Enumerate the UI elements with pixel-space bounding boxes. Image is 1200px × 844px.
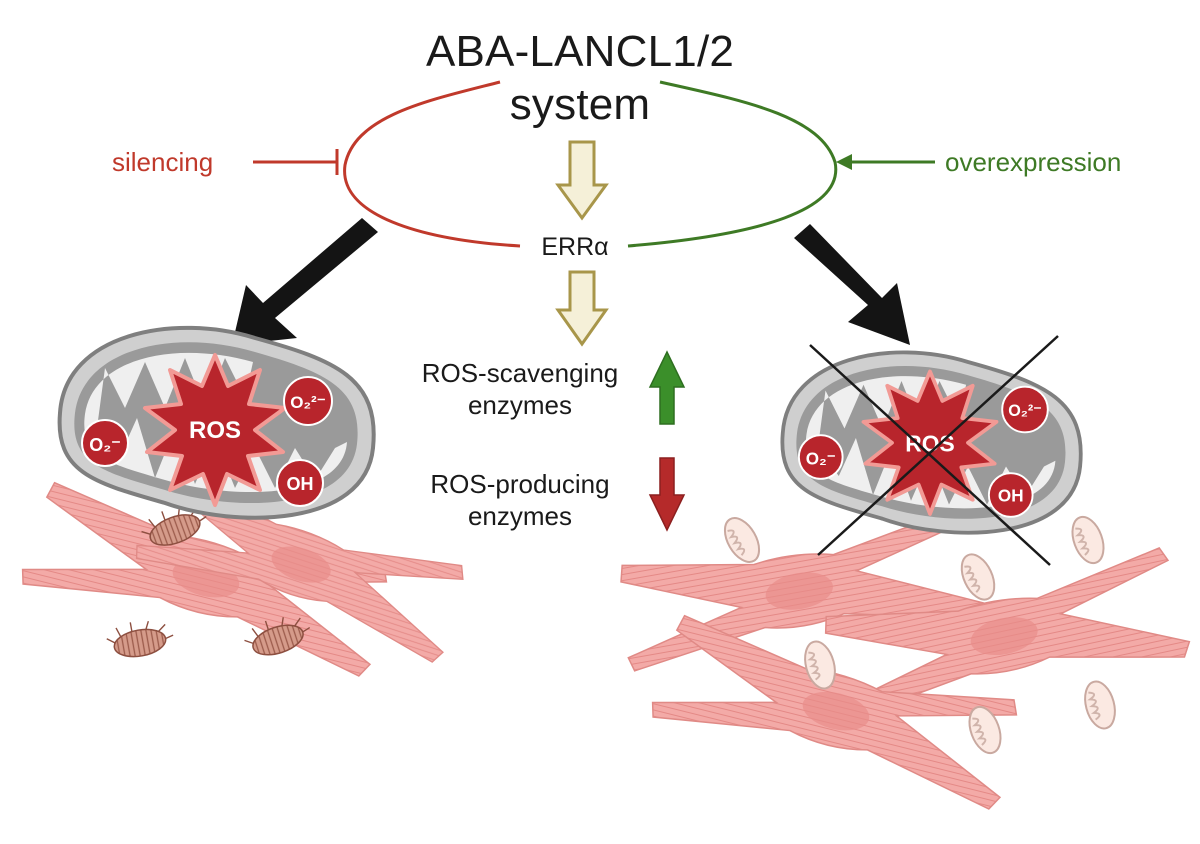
svg-text:O₂²⁻: O₂²⁻ (290, 393, 325, 412)
silencing-arc (343, 80, 521, 248)
scavenging-line-1: ROS-scavenging (421, 358, 619, 388)
superoxide-bubble-left: O₂⁻ (81, 419, 129, 467)
overexpression-label: overexpression (945, 147, 1122, 177)
cross-out-line-2 (817, 335, 1059, 556)
mitochondrion-left: ROS O₂⁻ O₂²⁻ OH (57, 325, 376, 520)
silencing-label: silencing (112, 147, 214, 177)
title-line-1: ABA-LANCL1/2 (425, 27, 735, 76)
peroxide-bubble-left: O₂²⁻ (283, 376, 333, 426)
peroxide-bubble-right: O₂²⁻ (1001, 385, 1049, 434)
flow-arrow-2 (555, 270, 609, 347)
overexpression-arc (627, 80, 838, 248)
svg-text:O₂²⁻: O₂²⁻ (1008, 402, 1042, 420)
healthy-mitochondrion-2 (954, 548, 1002, 606)
erra-label: ERRα (541, 233, 609, 261)
overexpression-outcome-arrow (794, 224, 910, 345)
producing-line-2: enzymes (467, 500, 573, 531)
svg-text:OH: OH (998, 487, 1024, 506)
up-arrow (648, 350, 686, 425)
scavenging-label: ROS-scavenging enzymes (390, 358, 650, 421)
hydroxyl-bubble-left: OH (276, 459, 324, 507)
flow-arrow-1 (555, 140, 609, 221)
silencing-outcome-arrow (232, 218, 378, 345)
ros-label-left: ROS (189, 417, 241, 444)
svg-text:O₂⁻: O₂⁻ (89, 435, 121, 455)
down-arrow (648, 457, 686, 532)
damaged-mitochondrion-2 (103, 614, 177, 663)
mitochondrion-right: ROS O₂⁻ O₂²⁻ OH (780, 350, 1083, 535)
producing-line-1: ROS-producing (430, 469, 610, 499)
producing-label: ROS-producing enzymes (395, 469, 645, 532)
svg-text:OH: OH (287, 474, 314, 494)
healthy-mitochondrion-1 (716, 511, 768, 569)
overexpression-arrowhead (836, 154, 852, 170)
svg-text:O₂⁻: O₂⁻ (806, 450, 836, 469)
superoxide-bubble-right: O₂⁻ (797, 434, 844, 480)
hydroxyl-bubble-right: OH (987, 472, 1034, 518)
cross-out-line-1 (809, 344, 1051, 566)
healthy-mitochondrion-6 (1079, 677, 1121, 733)
scavenging-line-2: enzymes (467, 389, 573, 420)
title-line-2: system (509, 80, 651, 129)
healthy-mitochondrion-3 (1065, 511, 1111, 569)
